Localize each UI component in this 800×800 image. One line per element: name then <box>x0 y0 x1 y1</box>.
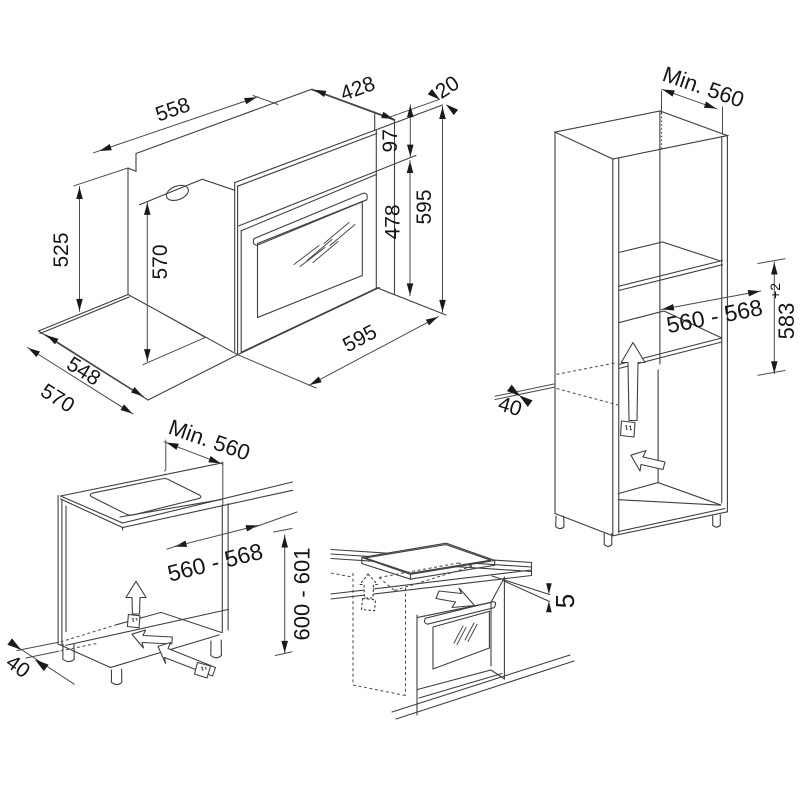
svg-text:570: 570 <box>149 244 172 279</box>
svg-text:+2: +2 <box>767 283 783 299</box>
svg-text:583: 583 <box>774 303 799 340</box>
svg-text:600 - 601: 600 - 601 <box>289 548 314 641</box>
svg-text:595: 595 <box>413 189 436 224</box>
svg-text:97: 97 <box>379 129 402 152</box>
svg-text:5: 5 <box>550 594 580 608</box>
svg-text:525: 525 <box>50 232 73 267</box>
svg-text:478: 478 <box>382 204 405 239</box>
